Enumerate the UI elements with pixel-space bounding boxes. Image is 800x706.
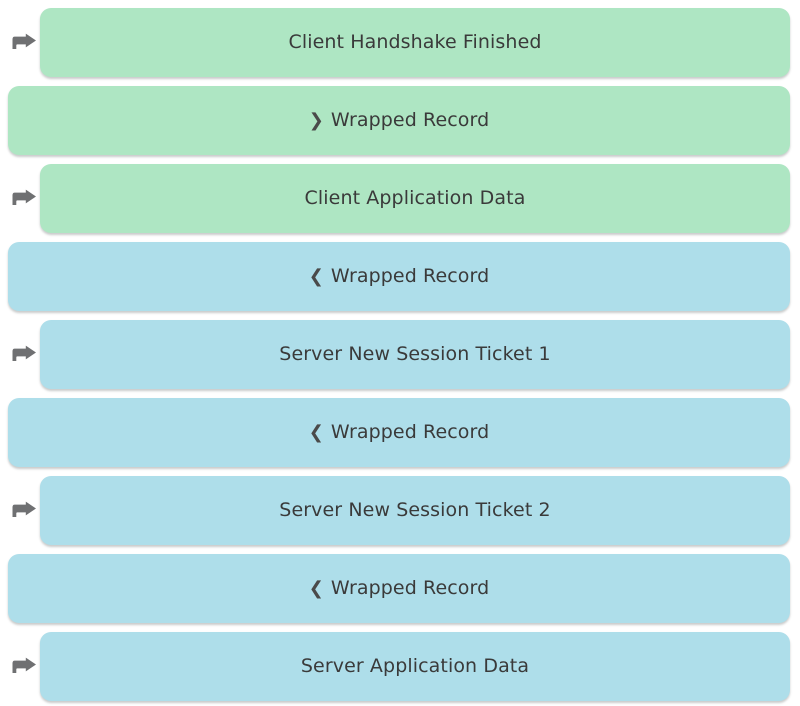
flow-bar-label: ❮ Wrapped Record bbox=[309, 423, 490, 442]
flow-bar-label: ❯ Wrapped Record bbox=[309, 111, 490, 130]
flow-row: Server New Session Ticket 1 bbox=[0, 320, 800, 389]
flow-bar-label: Server New Session Ticket 2 bbox=[279, 501, 550, 520]
flow-bar-text: Server Application Data bbox=[300, 655, 530, 677]
right-arrow-icon bbox=[12, 189, 36, 205]
flow-bar[interactable]: ❮ Wrapped Record bbox=[8, 242, 790, 311]
direction-arrow bbox=[8, 476, 40, 545]
flow-bar[interactable]: ❯ Wrapped Record bbox=[8, 86, 790, 155]
chevron-right-icon: ❯ bbox=[308, 109, 324, 131]
direction-arrow bbox=[8, 8, 40, 77]
flow-row: ❯ Wrapped Record bbox=[0, 86, 800, 155]
flow-bar-label: Server Application Data bbox=[301, 657, 529, 676]
flow-bar-label: ❮ Wrapped Record bbox=[309, 267, 490, 286]
flow-bar-label: ❮ Wrapped Record bbox=[309, 579, 490, 598]
flow-bar[interactable]: Client Handshake Finished bbox=[40, 8, 790, 77]
chevron-left-icon: ❮ bbox=[308, 265, 324, 287]
flow-bar-text: Server New Session Ticket 2 bbox=[279, 499, 551, 521]
flow-bar[interactable]: Server Application Data bbox=[40, 632, 790, 701]
flow-row: Client Handshake Finished bbox=[0, 8, 800, 77]
right-arrow-icon bbox=[12, 657, 36, 673]
right-arrow-icon bbox=[12, 345, 36, 361]
chevron-left-icon: ❮ bbox=[308, 577, 324, 599]
flow-row: ❮ Wrapped Record bbox=[0, 398, 800, 467]
flow-bar-text: Wrapped Record bbox=[330, 265, 490, 287]
direction-arrow bbox=[8, 320, 40, 389]
flow-row: Client Application Data bbox=[0, 164, 800, 233]
flow-bar[interactable]: Server New Session Ticket 1 bbox=[40, 320, 790, 389]
flow-bar-text: Wrapped Record bbox=[330, 109, 490, 131]
flow-bar-text: Client Handshake Finished bbox=[288, 31, 542, 53]
direction-arrow bbox=[8, 164, 40, 233]
flow-bar-text: Client Application Data bbox=[304, 187, 526, 209]
flow-row: ❮ Wrapped Record bbox=[0, 242, 800, 311]
right-arrow-icon bbox=[12, 501, 36, 517]
flow-bar-label: Server New Session Ticket 1 bbox=[279, 345, 550, 364]
flow-bar-text: Wrapped Record bbox=[330, 421, 490, 443]
flow-bar-text: Wrapped Record bbox=[330, 577, 490, 599]
flow-row: Server New Session Ticket 2 bbox=[0, 476, 800, 545]
flow-bar-label: Client Application Data bbox=[305, 189, 526, 208]
flow-bar[interactable]: ❮ Wrapped Record bbox=[8, 398, 790, 467]
flow-row: ❮ Wrapped Record bbox=[0, 554, 800, 623]
flow-bar-text: Server New Session Ticket 1 bbox=[279, 343, 551, 365]
chevron-left-icon: ❮ bbox=[308, 421, 324, 443]
flow-bar[interactable]: ❮ Wrapped Record bbox=[8, 554, 790, 623]
flow-bar-label: Client Handshake Finished bbox=[288, 33, 541, 52]
right-arrow-icon bbox=[12, 33, 36, 49]
flow-row: Server Application Data bbox=[0, 632, 800, 701]
direction-arrow bbox=[8, 632, 40, 701]
flow-bar[interactable]: Server New Session Ticket 2 bbox=[40, 476, 790, 545]
flow-bar[interactable]: Client Application Data bbox=[40, 164, 790, 233]
